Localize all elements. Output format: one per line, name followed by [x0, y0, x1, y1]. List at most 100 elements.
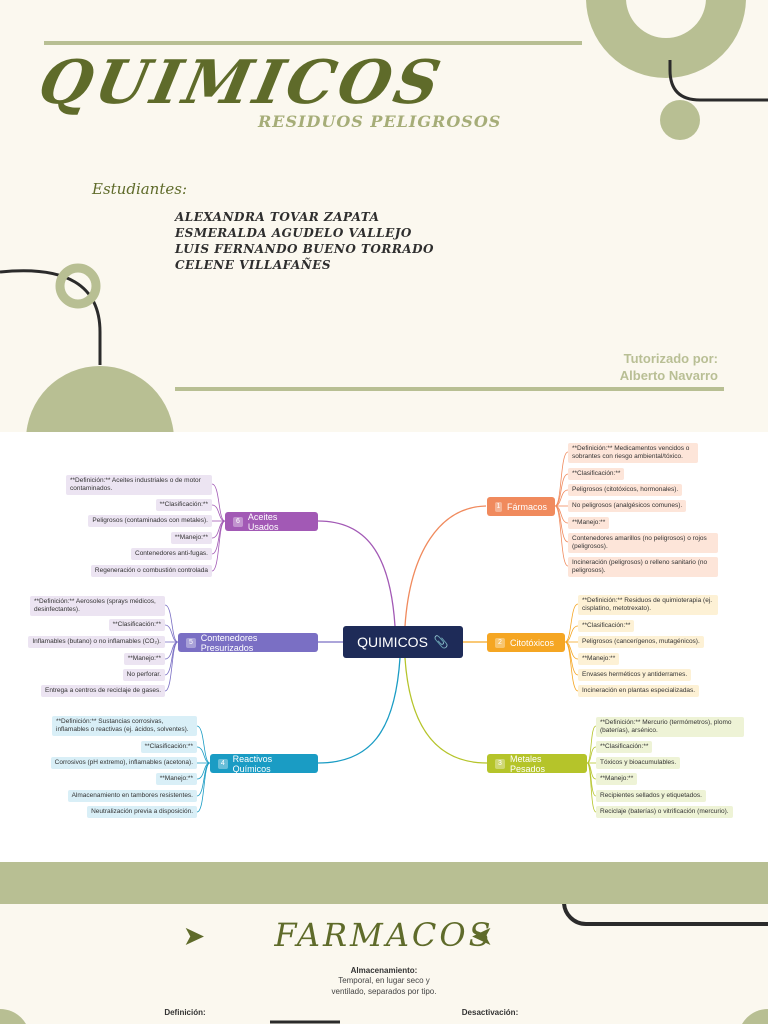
fan-aceites [211, 483, 226, 572]
arrow-right-icon: ➤ [184, 923, 205, 950]
central-label: QUIMICOS [357, 634, 428, 650]
connector-reactivos [317, 657, 401, 764]
almacenamiento-text: ventilado, separados por tipo. [331, 987, 437, 996]
leaf-aceites[interactable]: Regeneración o combustión controlada [90, 565, 212, 577]
branch-farmacos[interactable]: 1 Fármacos [487, 497, 555, 516]
leaf-farmacos[interactable]: No peligrosos (analgésicos comunes). [568, 500, 687, 512]
farmacos-title: FARMACOS [274, 916, 494, 954]
leaf-citotoxicos[interactable]: Envases herméticos y antiderrames. [578, 669, 692, 681]
desactivacion-heading: Desactivación: [461, 1008, 519, 1017]
leaf-contenedores[interactable]: **Definición:** Aerosoles (sprays médico… [30, 596, 165, 616]
leaf-reactivos[interactable]: Neutralización previa a disposición. [87, 806, 197, 818]
almacenamiento-block: Almacenamiento: Temporal, en lugar seco … [234, 966, 534, 997]
line-left [0, 269, 102, 365]
branch-number: 1 [495, 501, 502, 512]
leaf-contenedores[interactable]: Inflamables (butano) o no inflamables (C… [28, 636, 165, 648]
leaf-reactivos[interactable]: Almacenamiento en tambores resistentes. [67, 790, 197, 802]
branch-label: Contenedores Presurizados [200, 632, 258, 653]
leaf-contenedores[interactable]: No perforar. [122, 669, 165, 681]
leaf-metales[interactable]: **Definición:** Mercurio (termómetros), … [596, 717, 744, 737]
branch-citotoxicos[interactable]: 2 Citotóxicos [487, 633, 565, 652]
student-name: LUIS FERNANDO BUENO TORRADO [175, 242, 434, 256]
leaf-citotoxicos[interactable]: Incineración en plantas especializadas. [578, 685, 700, 697]
student-name: ESMERALDA AGUDELO VALLEJO [175, 226, 412, 240]
farmacos-section: ➤ ➤ FARMACOS Almacenamiento: Temporal, e… [0, 904, 768, 1024]
leaf-contenedores[interactable]: **Clasificación:** [108, 619, 165, 631]
leaf-contenedores[interactable]: Entrega a centros de reciclaje de gases. [41, 685, 165, 697]
almacenamiento-heading: Almacenamiento: [350, 966, 418, 975]
leaf-citotoxicos[interactable]: Peligrosos (cancerígenos, mutagénicos). [578, 636, 704, 648]
connector-farmacos [404, 505, 487, 627]
fan-contenedores [164, 604, 179, 692]
leaf-aceites[interactable]: **Clasificación:** [155, 499, 212, 511]
branch-label: Metales Pesados [510, 753, 546, 774]
fan-farmacos [554, 451, 569, 567]
cover-section: QUIMICOS RESIDUOS PELIGROSOS Estudiantes… [0, 0, 768, 432]
mind-map-central-node[interactable]: QUIMICOS 📎 [343, 626, 463, 658]
leaf-aceites[interactable]: Peligrosos (contaminados con metales). [88, 515, 212, 527]
fan-reactivos [196, 725, 211, 813]
leaf-reactivos[interactable]: Corrosivos (pH extremo), inflamables (ac… [50, 757, 197, 769]
leaf-reactivos[interactable]: **Definición:** Sustancias corrosivas, i… [52, 716, 197, 736]
branch-reactivos-quimicos[interactable]: 4 Reactivos Químicos [210, 753, 318, 774]
connector-aceites [317, 520, 396, 627]
leaf-reactivos[interactable]: **Manejo:** [155, 773, 197, 785]
leaf-metales[interactable]: **Manejo:** [596, 773, 638, 785]
ring-top-right [586, 0, 746, 78]
line-top-right [668, 60, 768, 102]
leaf-citotoxicos[interactable]: **Clasificación:** [578, 620, 635, 632]
mind-map: QUIMICOS 📎 1 Fármacos 2 Citotóxicos 3 Me… [0, 432, 768, 862]
fan-citotoxicos [564, 603, 579, 692]
tutor-block: Tutorizado por: Alberto Navarro [620, 350, 718, 384]
students-label: Estudiantes: [92, 180, 187, 198]
student-name: CELENE VILLAFAÑES [175, 258, 332, 272]
leaf-farmacos[interactable]: **Definición:** Medicamentos vencidos o … [568, 443, 698, 463]
section-band [0, 862, 768, 904]
branch-label: Citotóxicos [510, 637, 555, 648]
leaf-farmacos[interactable]: **Manejo:** [568, 517, 610, 529]
leaf-metales[interactable]: Reciclaje (baterías) o vitrificación (me… [596, 806, 733, 818]
leaf-reactivos[interactable]: **Clasificación:** [140, 741, 197, 753]
tutor-label: Tutorizado por: [623, 351, 718, 366]
leaf-farmacos[interactable]: Contenedores amarillos (no peligrosos) o… [568, 533, 718, 553]
leaf-aceites[interactable]: **Manejo:** [170, 532, 212, 544]
leaf-citotoxicos[interactable]: **Definición:** Residuos de quimioterapi… [578, 595, 718, 615]
half-circle-bottom-left [26, 366, 174, 432]
bottom-decorations [0, 904, 768, 1024]
branch-number: 6 [233, 516, 243, 527]
branch-label: Aceites Usados [247, 511, 279, 532]
branch-label: Fármacos [506, 501, 547, 512]
leaf-metales[interactable]: Tóxicos y bioacumulables. [596, 757, 681, 769]
page-title: QUIMICOS [32, 48, 450, 118]
circle-bottom-left [0, 1009, 26, 1024]
almacenamiento-text: Temporal, en lugar seco y [338, 976, 430, 985]
paperclip-icon: 📎 [433, 635, 449, 649]
branch-number: 4 [218, 758, 228, 769]
leaf-aceites[interactable]: Contenedores anti-fugas. [131, 548, 212, 560]
leaf-metales[interactable]: Recipientes sellados y etiquetados. [596, 790, 706, 802]
leaf-contenedores[interactable]: **Manejo:** [123, 653, 165, 665]
leaf-farmacos[interactable]: Peligrosos (citotóxicos, hormonales). [568, 484, 683, 496]
dot-top-right [660, 100, 700, 140]
branch-contenedores-presurizados[interactable]: 5 Contenedores Presurizados [178, 632, 318, 653]
fan-metales [586, 725, 597, 813]
leaf-citotoxicos[interactable]: **Manejo:** [578, 653, 620, 665]
branch-aceites-usados[interactable]: 6 Aceites Usados [225, 511, 318, 532]
leaf-aceites[interactable]: **Definición:** Aceites industriales o d… [66, 475, 212, 495]
tutor-name: Alberto Navarro [619, 368, 718, 383]
cover-decorations [0, 0, 768, 432]
page-subtitle: RESIDUOS PELIGROSOS [258, 112, 502, 131]
definicion-heading: Definición: [164, 1008, 206, 1017]
circle-bottom-right [742, 1009, 768, 1024]
branch-number: 3 [495, 758, 505, 769]
branch-label: Reactivos Químicos [232, 753, 273, 774]
pill-outline [562, 904, 768, 926]
leaf-metales[interactable]: **Clasificación:** [596, 741, 653, 753]
leaf-farmacos[interactable]: Incineración (peligrosos) o relleno sani… [568, 557, 718, 577]
leaf-farmacos[interactable]: **Clasificación:** [568, 468, 625, 480]
branch-metales-pesados[interactable]: 3 Metales Pesados [487, 753, 587, 774]
mind-map-connectors [164, 451, 597, 813]
branch-number: 5 [186, 637, 196, 648]
ring-left [55, 263, 101, 309]
connector-metales [404, 657, 488, 764]
